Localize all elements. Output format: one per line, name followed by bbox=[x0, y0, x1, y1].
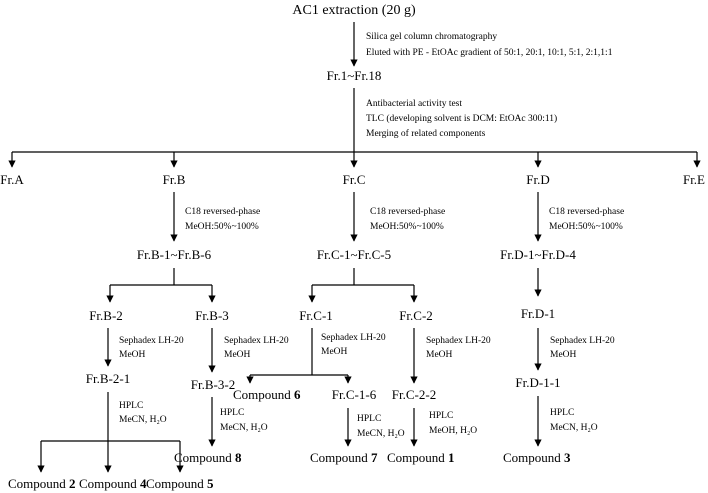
fr-c1-node: Fr.C-1 bbox=[299, 308, 333, 323]
d11-hplc-step-1: HPLC bbox=[550, 408, 574, 418]
c1-sephadex-step-2: MeOH bbox=[321, 347, 348, 357]
fr-b32-node: Fr.B-3-2 bbox=[191, 377, 235, 392]
fr-b21-node: Fr.B-2-1 bbox=[86, 371, 130, 386]
d-rp-step-1: C18 reversed-phase bbox=[549, 207, 624, 217]
fr-c-node: Fr.C bbox=[343, 172, 366, 187]
c22-hplc-step-1: HPLC bbox=[429, 411, 453, 421]
c-rp-step-2: MeOH:50%~100% bbox=[370, 222, 444, 232]
fr-b-sub-node: Fr.B-1~Fr.B-6 bbox=[137, 247, 212, 262]
b-rp-step-2: MeOH:50%~100% bbox=[185, 222, 259, 232]
fr-b-node: Fr.B bbox=[163, 172, 186, 187]
d1-sephadex-step-2: MeOH bbox=[550, 350, 577, 360]
c2-sephadex-step-1: Sephadex LH-20 bbox=[426, 336, 491, 346]
compound-7-label: Compound 7 bbox=[310, 450, 378, 465]
c16-hplc-step-1: HPLC bbox=[357, 414, 381, 424]
fraction-step-3: Merging of related components bbox=[366, 128, 486, 139]
compound-4-label: Compound 4 bbox=[79, 476, 147, 491]
b32-hplc-step-1: HPLC bbox=[220, 408, 244, 418]
fraction-step-1: Antibacterial activity test bbox=[366, 99, 462, 109]
fr-b2-node: Fr.B-2 bbox=[89, 308, 123, 323]
fr-c22-node: Fr.C-2-2 bbox=[392, 387, 436, 402]
b3-sephadex-step-1: Sephadex LH-20 bbox=[224, 336, 289, 346]
fr-d11-node: Fr.D-1-1 bbox=[515, 375, 560, 390]
d-rp-step-2: MeOH:50%~100% bbox=[549, 222, 623, 232]
compound-5-label: Compound 5 bbox=[146, 476, 214, 491]
c2-sephadex-step-2: MeOH bbox=[426, 350, 453, 360]
b21-hplc-step-1: HPLC bbox=[119, 401, 143, 411]
fr-c16-node: Fr.C-1-6 bbox=[332, 387, 377, 402]
c1-sephadex-step-1: Sephadex LH-20 bbox=[321, 333, 386, 343]
fraction-step-2: TLC (developing solvent is DCM: EtOAc 30… bbox=[366, 113, 557, 124]
fractions-node: Fr.1~Fr.18 bbox=[327, 68, 382, 83]
d1-sephadex-step-1: Sephadex LH-20 bbox=[550, 336, 615, 346]
b2-sephadex-step-2: MeOH bbox=[119, 350, 146, 360]
compound-6-label: Compound 6 bbox=[233, 387, 301, 402]
root-step-1: Silica gel column chromatography bbox=[366, 32, 497, 42]
fr-c2-node: Fr.C-2 bbox=[399, 308, 433, 323]
fr-d-sub-node: Fr.D-1~Fr.D-4 bbox=[500, 247, 576, 262]
compound-3-label: Compound 3 bbox=[503, 450, 571, 465]
b-rp-step-1: C18 reversed-phase bbox=[185, 207, 260, 217]
compound-8-label: Compound 8 bbox=[174, 450, 242, 465]
fr-c-sub-node: Fr.C-1~Fr.C-5 bbox=[317, 247, 391, 262]
b3-sephadex-step-2: MeOH bbox=[224, 350, 251, 360]
compound-2-label: Compound 2 bbox=[8, 476, 76, 491]
fr-b3-node: Fr.B-3 bbox=[195, 308, 229, 323]
c16-hplc-step-2: MeCN, H₂O bbox=[357, 429, 405, 439]
c22-hplc-step-2: MeOH, H₂O bbox=[429, 426, 477, 436]
b21-hplc-step-2: MeCN, H₂O bbox=[119, 415, 167, 425]
b32-hplc-step-2: MeCN, H₂O bbox=[220, 423, 268, 433]
root-node: AC1 extraction (20 g) bbox=[292, 3, 416, 18]
fr-e-node: Fr.E bbox=[683, 172, 705, 187]
fr-d-node: Fr.D bbox=[526, 172, 549, 187]
root-step-2: Eluted with PE - EtOAc gradient of 50:1,… bbox=[366, 47, 613, 58]
c-rp-step-1: C18 reversed-phase bbox=[370, 207, 445, 217]
fr-a-node: Fr.A bbox=[0, 172, 24, 187]
compound-1-label: Compound 1 bbox=[387, 450, 455, 465]
b2-sephadex-step-1: Sephadex LH-20 bbox=[119, 336, 184, 346]
fr-d1-node: Fr.D-1 bbox=[521, 306, 555, 321]
d11-hplc-step-2: MeCN, H₂O bbox=[550, 423, 598, 433]
